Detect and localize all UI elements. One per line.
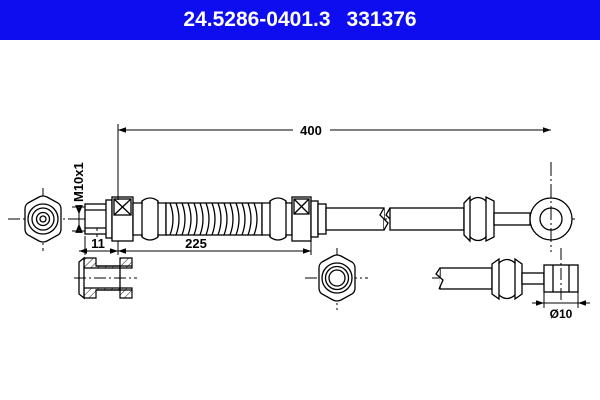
left-thread-nut bbox=[84, 199, 113, 239]
fitting-arrow-left bbox=[79, 248, 87, 254]
hose-right-body bbox=[389, 207, 465, 231]
eye-dim-arrow-left bbox=[536, 300, 544, 306]
spring-coil-3 bbox=[181, 202, 186, 236]
spring-coil-15 bbox=[253, 202, 258, 236]
mid-ferrule bbox=[310, 200, 327, 238]
right-stem bbox=[493, 212, 531, 226]
mid-ferrule-ring-2 bbox=[317, 203, 327, 235]
nut-end-circle-inner bbox=[328, 269, 346, 287]
spring-coil-5 bbox=[193, 202, 198, 236]
fitting-length-label: 11 bbox=[91, 236, 105, 251]
thread-dim-arrow-bottom bbox=[75, 223, 83, 233]
hose-left-segment bbox=[325, 207, 385, 231]
left-end-view bbox=[8, 188, 72, 251]
mid-ferrule-ring-1 bbox=[310, 200, 319, 238]
right-end-eye bbox=[529, 162, 573, 252]
spring-coil-11 bbox=[229, 202, 234, 236]
right-bulge-connector bbox=[463, 195, 495, 243]
left-end-circle-bore bbox=[39, 215, 47, 223]
drawing-area: M10x1 bbox=[0, 40, 600, 400]
left-crimp-block bbox=[111, 196, 134, 242]
right-fitting-view: Ø10 bbox=[432, 248, 590, 321]
spring-coil-14 bbox=[247, 202, 252, 236]
mid-crimp-x-mark bbox=[293, 198, 310, 215]
overall-arrow-right bbox=[543, 127, 551, 133]
overall-length-label: 400 bbox=[300, 123, 322, 138]
fitting-arrow-right bbox=[110, 248, 118, 254]
overall-length-dimension: 400 bbox=[117, 123, 551, 200]
spring-coil-7 bbox=[205, 202, 210, 236]
reference-number: 331376 bbox=[346, 8, 417, 31]
section-detail-view bbox=[74, 228, 137, 300]
left-crimp-x-mark bbox=[113, 198, 132, 216]
spring-coil-8 bbox=[211, 202, 216, 236]
left-bulge-shape bbox=[132, 197, 167, 241]
left-bulge-connector bbox=[132, 197, 167, 241]
spring-protector bbox=[165, 202, 263, 236]
header-text: 24.5286-0401.3 331376 bbox=[183, 8, 416, 32]
right-bulge-shape bbox=[463, 195, 495, 243]
spring-arrow-right bbox=[303, 248, 311, 254]
hose-break-left-edge bbox=[379, 207, 389, 231]
right-fitting-hose-body bbox=[439, 267, 493, 290]
mid-crimp-block bbox=[291, 196, 312, 242]
spring-coil-13 bbox=[241, 202, 246, 236]
fitting-length-dimension: 11 bbox=[79, 236, 118, 255]
thread-dim-arrow-top bbox=[75, 205, 83, 215]
header-bar: 24.5286-0401.3 331376 bbox=[0, 0, 600, 40]
right-fitting-bulge-shape bbox=[491, 257, 523, 301]
right-fitting-bulge bbox=[491, 257, 523, 301]
spring-coil-6 bbox=[199, 202, 204, 236]
eye-diameter-dimension: Ø10 bbox=[532, 292, 590, 321]
eye-diameter-label: Ø10 bbox=[550, 307, 573, 321]
spring-coil-2 bbox=[175, 202, 180, 236]
spring-coil-12 bbox=[235, 202, 240, 236]
right-fitting-stem bbox=[521, 272, 545, 285]
right-fitting-break-mark bbox=[435, 267, 444, 290]
spring-coil-10 bbox=[223, 202, 228, 236]
eye-dim-arrow-right bbox=[578, 300, 586, 306]
spring-length-dimension: 225 bbox=[117, 236, 312, 255]
nut-end-view bbox=[305, 248, 368, 310]
spring-arrow-left bbox=[118, 248, 126, 254]
thread-dimension: M10x1 bbox=[71, 162, 86, 233]
right-fitting-hose-stub bbox=[435, 267, 493, 290]
left-nut-collar bbox=[105, 199, 113, 239]
part-number: 24.5286-0401.3 bbox=[183, 8, 331, 31]
mid-bulge-shape bbox=[261, 197, 293, 241]
thread-dim-label: M10x1 bbox=[71, 162, 86, 202]
hose-left-body bbox=[325, 207, 385, 231]
spring-coil-1 bbox=[169, 202, 174, 236]
spring-coil-4 bbox=[187, 202, 192, 236]
spring-coil-9 bbox=[217, 202, 222, 236]
hose-right-segment bbox=[389, 207, 465, 231]
overall-arrow-left bbox=[118, 127, 126, 133]
spring-length-label: 225 bbox=[185, 236, 207, 251]
main-assembly-view bbox=[72, 162, 575, 252]
mid-bulge-connector bbox=[261, 197, 293, 241]
